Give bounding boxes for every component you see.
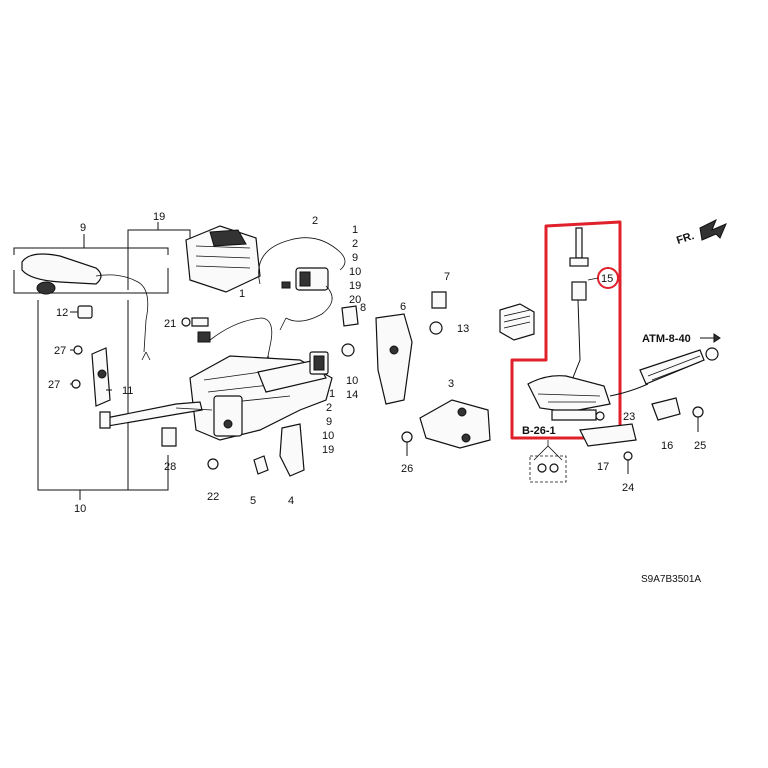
stack-b-item: 19	[322, 444, 334, 456]
callout-3: 3	[448, 378, 454, 390]
callout-26: 26	[401, 463, 413, 475]
callout-6: 6	[400, 301, 406, 313]
callout-17: 17	[597, 461, 609, 473]
stack-c-item: 10	[346, 375, 358, 387]
callout-28: 28	[164, 461, 176, 473]
stack-a-item: 10	[349, 266, 361, 278]
callout-7: 7	[444, 271, 450, 283]
transmission-cable-part	[609, 347, 719, 432]
callout-25: 25	[694, 440, 706, 452]
ref-atm-label: ATM-8-40	[642, 333, 691, 345]
callout-stack-a: 1 2 9 10 19 20	[349, 224, 361, 306]
indicator-panel-part	[185, 225, 261, 293]
callout-10: 10	[74, 503, 86, 515]
linkage-parts	[341, 291, 447, 405]
shift-cable-part	[527, 227, 611, 421]
callout-2: 2	[312, 215, 318, 227]
stack-b-item: 9	[326, 416, 332, 428]
cover-part	[499, 303, 535, 341]
callout-23: 23	[623, 411, 635, 423]
callout-9: 9	[80, 222, 86, 234]
callout-5: 5	[250, 495, 256, 507]
diagram-code: S9A7B3501A	[641, 574, 701, 585]
callout-22: 22	[207, 491, 219, 503]
stack-a-item: 1	[352, 224, 358, 236]
callout-12: 12	[56, 307, 68, 319]
callout-15: 15	[601, 273, 613, 285]
cable-bracket-part	[579, 411, 637, 474]
stack-c-item: 14	[346, 389, 358, 401]
stack-a-item: 2	[352, 238, 358, 250]
callout-8: 8	[360, 302, 366, 314]
bracket-9	[13, 268, 169, 294]
callout-4: 4	[288, 495, 294, 507]
callout-21: 21	[164, 318, 176, 330]
callout-16: 16	[661, 440, 673, 452]
callout-24: 24	[622, 482, 634, 494]
front-label: FR.	[675, 230, 696, 247]
stack-a-item: 9	[352, 252, 358, 264]
front-arrow-icon	[699, 218, 727, 241]
callout-stack-c: 10 14	[346, 375, 358, 401]
stack-a-item: 19	[349, 280, 361, 292]
small-hardware	[70, 305, 305, 477]
callout-13: 13	[457, 323, 469, 335]
stack-b-item: 2	[326, 402, 332, 414]
bracket-9-top	[13, 247, 169, 255]
callout-19: 19	[153, 211, 165, 223]
shift-knob-part	[21, 253, 151, 361]
stack-b-item: 1	[329, 388, 335, 400]
callout-stack-b: 1 2 9 10 19	[322, 388, 335, 456]
ref-b26-box	[529, 440, 567, 483]
bracket-plate-part	[401, 399, 491, 456]
callout-1: 1	[239, 288, 245, 300]
callout-11: 11	[122, 385, 133, 397]
highlight-outline	[510, 220, 622, 440]
shift-base-assembly	[99, 351, 333, 441]
ref-b26-label: B-26-1	[522, 425, 556, 437]
callout-labels: 9 19 2 1 12 21 27 27 11 28 22 5 4 10 8 6…	[48, 211, 706, 515]
solenoid-part	[258, 237, 346, 331]
bracket-10	[37, 300, 169, 491]
callout-27-top: 27	[54, 345, 66, 357]
bracket-19	[127, 229, 191, 290]
callout-27-bottom: 27	[48, 379, 60, 391]
bracket-lines	[13, 222, 191, 500]
stack-b-item: 10	[322, 430, 334, 442]
stack-a-item: 20	[349, 294, 361, 306]
